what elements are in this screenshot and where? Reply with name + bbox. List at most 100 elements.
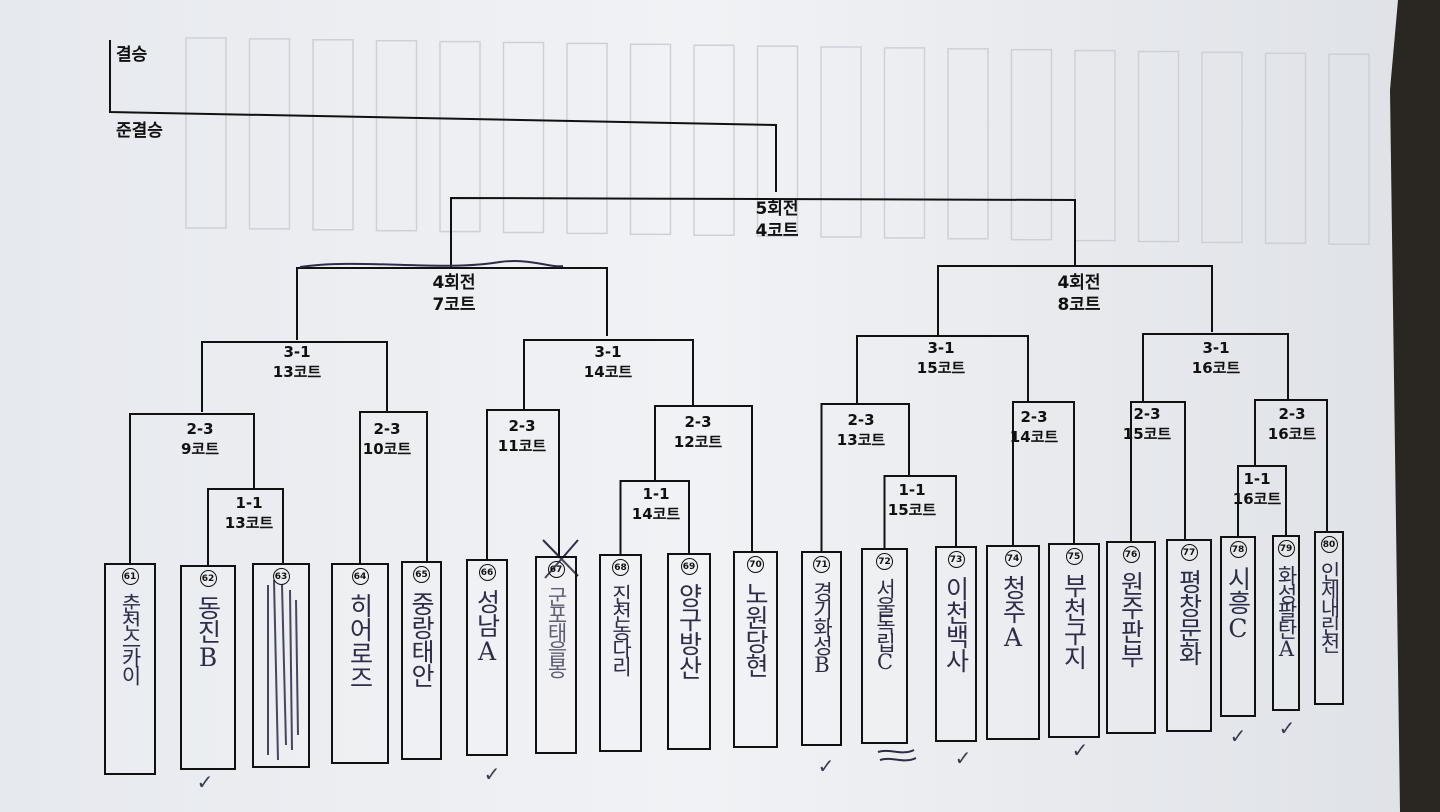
round2-label: 2-3 14코트 xyxy=(1010,408,1058,447)
team-slot: 72 서울독립C xyxy=(861,548,908,744)
round2-bracket xyxy=(820,403,910,551)
seed-number: 63 xyxy=(272,568,290,585)
round1-round: 1-1 xyxy=(642,485,670,503)
ghost-slot xyxy=(693,44,735,236)
round1-label: 1-1 14코트 xyxy=(632,485,680,524)
ghost-slot xyxy=(1201,51,1243,244)
round5-label: 5회전 4코트 xyxy=(755,198,798,242)
ghost-slot xyxy=(439,40,481,233)
ghost-slot xyxy=(947,48,989,240)
ghost-slot xyxy=(1074,49,1116,242)
ghost-slot xyxy=(1264,52,1307,245)
seed-number: 65 xyxy=(413,566,430,583)
round3-round: 3-1 xyxy=(1202,339,1230,357)
seed-number: 74 xyxy=(1004,550,1022,567)
round3-court: 14코트 xyxy=(583,362,633,381)
round2-court: 12코트 xyxy=(673,432,723,451)
seed-number: 72 xyxy=(876,553,893,570)
team-name: 히어로즈 xyxy=(345,593,375,689)
final-bracket xyxy=(109,40,777,192)
round2-label: 2-3 9코트 xyxy=(181,420,219,459)
team-name: 춘천스카이 xyxy=(118,593,143,683)
team-name: 인제내린천 xyxy=(1317,561,1342,651)
round2-label: 2-3 13코트 xyxy=(837,411,885,450)
round4-round: 4회전 xyxy=(432,273,476,293)
round2-label: 2-3 10코트 xyxy=(363,420,411,459)
team-name: 평창문화 xyxy=(1174,569,1204,665)
bleed-through-grid xyxy=(185,37,1370,245)
round4-bracket xyxy=(296,267,608,340)
round2-round: 2-3 xyxy=(1020,408,1048,426)
round3-label: 3-1 16코트 xyxy=(1192,339,1240,378)
team-name: 서울독립C xyxy=(873,578,897,671)
round2-court: 14코트 xyxy=(1009,427,1059,446)
team-slot: 63 xyxy=(252,563,310,768)
team-name: 성남A xyxy=(472,589,502,665)
scribble-mark xyxy=(267,579,299,761)
seed-number: 69 xyxy=(680,558,698,575)
ghost-slot xyxy=(248,38,291,230)
round4-bracket xyxy=(937,265,1213,336)
ghost-slot xyxy=(756,45,799,237)
round4-round: 4회전 xyxy=(1057,273,1101,293)
round2-label: 2-3 15코트 xyxy=(1123,405,1171,444)
round2-court: 10코트 xyxy=(362,439,412,458)
team-name: 원주판부 xyxy=(1116,571,1146,667)
round2-round: 2-3 xyxy=(1133,405,1161,423)
round3-label: 3-1 13코트 xyxy=(273,343,321,382)
round2-bracket xyxy=(486,409,560,559)
seed-number: 61 xyxy=(121,568,139,585)
ghost-slot xyxy=(1137,50,1180,243)
round1-label: 1-1 13코트 xyxy=(225,494,273,533)
round1-bracket xyxy=(207,488,284,565)
round1-bracket xyxy=(1237,465,1287,536)
round1-court: 16코트 xyxy=(1232,489,1282,508)
team-name: 노원당현 xyxy=(741,581,770,677)
final-label: 결승 xyxy=(116,45,148,65)
check-mark: ✓ xyxy=(1229,724,1247,748)
ghost-slot xyxy=(883,47,926,239)
ghost-slot xyxy=(1328,53,1370,245)
ghost-slot xyxy=(820,46,862,238)
round1-court: 15코트 xyxy=(887,500,937,519)
ghost-slot xyxy=(1010,48,1053,241)
team-name: 동진B xyxy=(193,595,223,671)
round3-bracket xyxy=(856,335,1029,404)
team-name: 청주A xyxy=(998,575,1028,651)
round3-round: 3-1 xyxy=(594,343,622,361)
pen-marks xyxy=(267,260,917,762)
check-mark: ✓ xyxy=(196,770,214,794)
round2-bracket xyxy=(1254,399,1328,531)
round2-round: 2-3 xyxy=(684,413,712,431)
round1-round: 1-1 xyxy=(235,494,263,512)
team-name: 이천백사 xyxy=(941,576,971,672)
ghost-slot xyxy=(502,41,545,234)
seed-number: 68 xyxy=(612,559,629,576)
scribble-mark xyxy=(299,260,564,268)
round3-bracket xyxy=(201,341,388,412)
round2-court: 13코트 xyxy=(836,430,886,449)
round2-round: 2-3 xyxy=(1278,405,1306,423)
team-name: 화성팔탄A xyxy=(1274,565,1299,658)
team-name: 부천구지 xyxy=(1059,573,1089,669)
round2-bracket xyxy=(1130,401,1186,541)
check-mark: ✓ xyxy=(817,754,835,778)
round3-court: 16코트 xyxy=(1191,358,1241,377)
round1-bracket xyxy=(883,475,957,548)
round5-court: 4코트 xyxy=(755,221,799,242)
round2-bracket xyxy=(359,411,428,563)
round4-label: 4회전 7코트 xyxy=(432,272,475,316)
round2-bracket xyxy=(129,413,255,563)
